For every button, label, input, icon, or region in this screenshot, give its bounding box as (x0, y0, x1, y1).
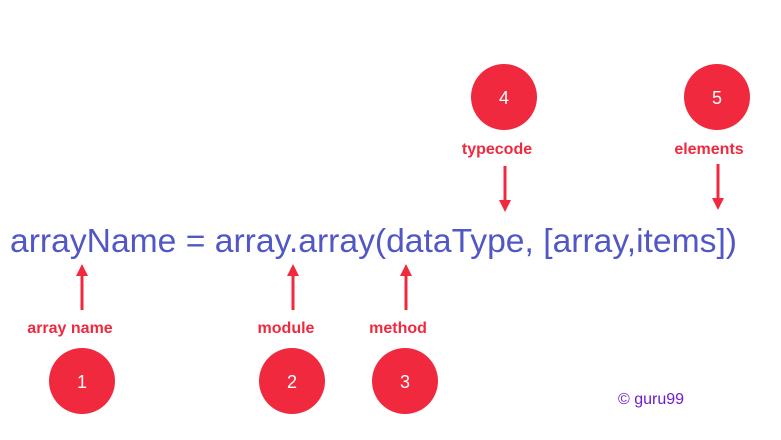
callout-label: typecode (462, 141, 532, 158)
number-circle (372, 348, 438, 414)
copyright-text: © guru99 (618, 391, 684, 408)
callout-number: 4 (499, 88, 509, 108)
callout-3: method 3 (369, 264, 438, 414)
callout-5: 5 elements (674, 64, 750, 210)
callout-label: method (369, 320, 427, 337)
number-circle (471, 64, 537, 130)
number-circle (684, 64, 750, 130)
callout-number: 3 (400, 372, 410, 392)
callout-label: module (258, 320, 315, 337)
callout-4: 4 typecode (462, 64, 537, 212)
callout-label: array name (27, 320, 112, 337)
number-circle (49, 348, 115, 414)
callout-2: module 2 (258, 264, 325, 414)
callout-1: array name 1 (27, 264, 115, 414)
callout-number: 5 (712, 88, 722, 108)
code-syntax: arrayName = array.array(dataType, [array… (10, 222, 737, 259)
callout-label: elements (674, 141, 743, 158)
callout-number: 2 (287, 372, 297, 392)
number-circle (259, 348, 325, 414)
callout-number: 1 (77, 372, 87, 392)
